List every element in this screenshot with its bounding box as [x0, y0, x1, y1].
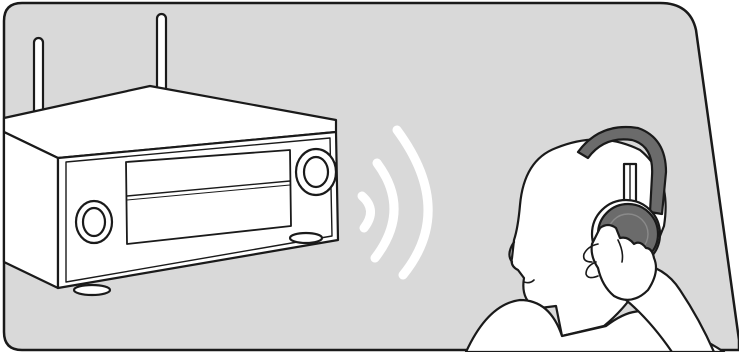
receiver-foot-right	[290, 233, 322, 243]
receiver-foot-left	[74, 285, 110, 295]
left-volume-knob-inner	[83, 208, 105, 236]
receiver-side	[4, 132, 58, 288]
right-volume-knob-inner	[304, 157, 328, 187]
antenna-left	[34, 38, 43, 120]
